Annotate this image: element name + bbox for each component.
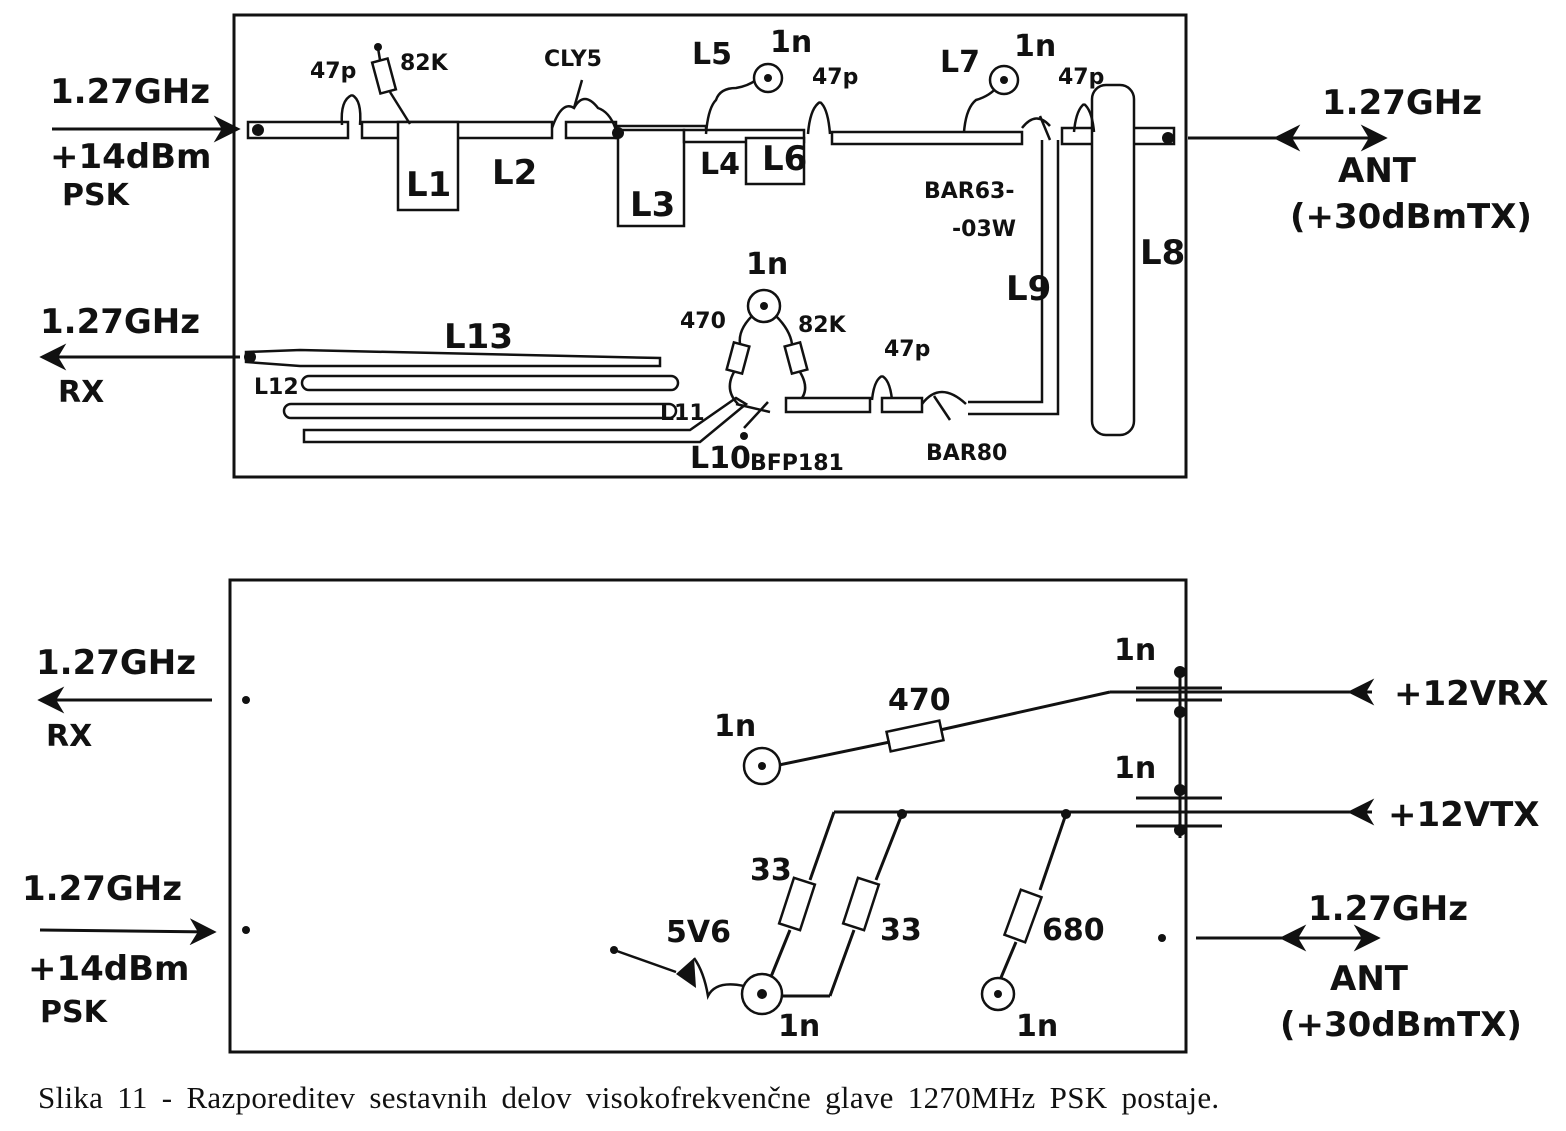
supply-rx-label: +12VRX xyxy=(1394,674,1549,714)
capacitor-47p-4: 47p xyxy=(870,337,930,401)
label-bar63: BAR63- xyxy=(924,179,1014,204)
bottom-tx-arrow xyxy=(39,918,217,946)
bottom-ant-power-label: (+30dBmTX) xyxy=(1280,1005,1522,1045)
label-1n-rx-point: 1n xyxy=(714,709,756,744)
r33b-wire-bot xyxy=(828,929,856,997)
r470-wire-b xyxy=(773,740,891,768)
svg-text:BFP181: BFP181 xyxy=(750,451,844,476)
svg-text:5V6: 5V6 xyxy=(666,915,731,950)
top-ant-power-label: (+30dBmTX) xyxy=(1290,197,1532,237)
svg-text:82K: 82K xyxy=(400,51,449,76)
bottom-ant-label: ANT xyxy=(1330,959,1409,999)
diode-bar80: BAR80 xyxy=(921,390,1007,466)
label-l3: L3 xyxy=(630,185,675,225)
resistor-82k-rx: 82K xyxy=(775,313,847,405)
label-1n-a: 1n xyxy=(770,25,812,60)
rx-strip-end xyxy=(880,396,924,414)
resistor-33-b xyxy=(841,876,881,932)
label-1n-680: 1n xyxy=(1016,1009,1058,1044)
label-l6: L6 xyxy=(762,139,807,179)
label-l1: L1 xyxy=(406,165,451,205)
label-470-supply: 470 xyxy=(888,683,951,718)
diode-bar63 xyxy=(1021,115,1052,141)
svg-text:47p: 47p xyxy=(310,59,356,84)
zener-diode-5v6: 5V6 xyxy=(610,915,745,1000)
tx-microstrip xyxy=(246,120,1176,228)
feedthrough-cap-rx: 1n xyxy=(1114,633,1222,718)
label-l7: L7 xyxy=(940,45,980,80)
label-l10: L10 xyxy=(690,441,751,476)
inductor-l5 xyxy=(704,78,757,135)
capacitor-47p-2: 47p xyxy=(806,65,858,135)
label-l8: L8 xyxy=(1140,233,1185,273)
label-l9: L9 xyxy=(1006,269,1051,309)
bottom-ant-freq-label: 1.27GHz xyxy=(1308,889,1468,929)
bottom-tx-level-label: +14dBm xyxy=(28,949,189,989)
top-ant-label: ANT xyxy=(1338,151,1417,191)
feedthrough-cap-tx: 1n xyxy=(1114,751,1222,836)
bottom-rx-label: RX xyxy=(46,719,92,754)
svg-text:1n: 1n xyxy=(1114,751,1156,786)
svg-text:CLY5: CLY5 xyxy=(544,47,602,72)
r470-wire-a xyxy=(939,690,1111,732)
svg-text:BAR80: BAR80 xyxy=(926,441,1007,466)
svg-text:82K: 82K xyxy=(798,313,847,338)
supply-tx-label: +12VTX xyxy=(1388,795,1540,835)
bottom-tx-freq-label: 1.27GHz xyxy=(22,869,182,909)
label-33-b: 33 xyxy=(880,913,922,948)
top-tx-freq-label: 1.27GHz xyxy=(50,72,210,112)
resistor-82k-1: 82K xyxy=(370,43,449,125)
label-1n-b: 1n xyxy=(1014,29,1056,64)
bottom-rx-freq-label: 1.27GHz xyxy=(36,643,196,683)
top-tx-level-label: +14dBm xyxy=(50,137,211,177)
rx-strip-mid xyxy=(784,396,872,414)
resistor-470-rx: 470 xyxy=(680,309,753,405)
label-bar63-2: -03W xyxy=(952,217,1016,242)
label-l4: L4 xyxy=(700,147,740,182)
inductor-l7 xyxy=(962,85,999,133)
label-33-a: 33 xyxy=(750,853,792,888)
label-680: 680 xyxy=(1042,913,1105,948)
r33a-wire-top xyxy=(808,811,836,881)
label-l12: L12 xyxy=(254,375,299,400)
svg-text:47p: 47p xyxy=(884,337,930,362)
r680-wire-top xyxy=(1038,813,1068,891)
top-rx-freq-label: 1.27GHz xyxy=(40,302,200,342)
transistor-cly5: CLY5 xyxy=(544,47,618,131)
svg-text:470: 470 xyxy=(680,309,726,334)
label-l13: L13 xyxy=(444,317,513,357)
r680-wire-bot xyxy=(998,941,1018,981)
top-board: 1.27GHz +14dBm PSK 1.27GHz RX 1.27GHz AN… xyxy=(39,13,1532,479)
svg-text:1n: 1n xyxy=(1114,633,1156,668)
rx-microstrip xyxy=(244,348,749,444)
label-l2: L2 xyxy=(492,153,537,193)
svg-text:47p: 47p xyxy=(812,65,858,90)
resistor-33-a xyxy=(777,876,817,932)
capacitor-47p-1: 47p xyxy=(310,59,362,126)
resistor-680 xyxy=(1002,888,1044,944)
top-ant-freq-label: 1.27GHz xyxy=(1322,83,1482,123)
label-1n-zener: 1n xyxy=(778,1009,820,1044)
bottom-board: 1.27GHz RX 1.27GHz +14dBm PSK 1.27GHz AN… xyxy=(22,578,1549,1054)
l9-strip-a xyxy=(968,140,1044,404)
figure-caption: Slika 11 - Razporeditev sestavnih delov … xyxy=(38,1080,1220,1115)
label-1n-c: 1n xyxy=(746,247,788,282)
l8-strip xyxy=(1090,83,1136,437)
top-rx-label: RX xyxy=(58,375,104,410)
capacitor-47p-3: 47p xyxy=(1058,65,1104,133)
l9-strip-b xyxy=(968,140,1060,416)
bottom-tx-mode-label: PSK xyxy=(40,995,109,1030)
top-tx-mode-label: PSK xyxy=(62,178,131,213)
label-l5: L5 xyxy=(692,37,732,72)
label-l11: L11 xyxy=(660,401,705,426)
r33b-wire-top xyxy=(874,813,904,881)
transistor-bfp181: BFP181 xyxy=(735,401,844,476)
svg-text:47p: 47p xyxy=(1058,65,1104,90)
